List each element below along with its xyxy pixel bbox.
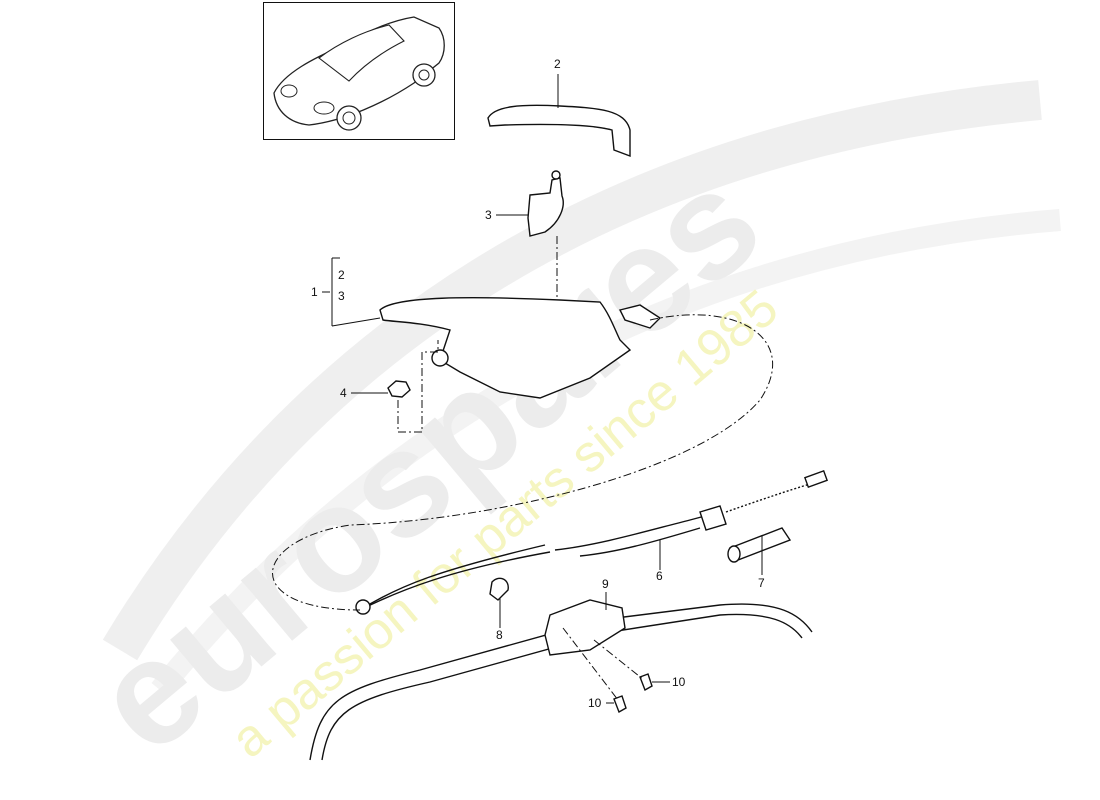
part-1-lever: [379, 297, 632, 399]
car-icon: [273, 16, 445, 131]
callout-9[interactable]: 9: [602, 577, 609, 591]
part-2-grip: [487, 104, 631, 158]
part-10-bolt-b: [613, 695, 627, 714]
part-9-pipe: [309, 603, 813, 761]
part-10-bolt-a: [639, 673, 653, 692]
callout-1-group-2: 2: [338, 268, 345, 282]
callout-4[interactable]: 4: [340, 386, 347, 400]
part-6-cable: [554, 511, 721, 557]
part-4-nut: [387, 380, 411, 398]
part-9-grommet: [544, 599, 626, 656]
callout-8[interactable]: 8: [496, 628, 503, 642]
callout-7[interactable]: 7: [758, 576, 765, 590]
callout-3[interactable]: 3: [485, 208, 492, 222]
callout-1[interactable]: 1: [311, 285, 318, 299]
callout-10a[interactable]: 10: [672, 675, 686, 689]
callout-1-group-3: 3: [338, 289, 345, 303]
vehicle-thumbnail[interactable]: [263, 2, 455, 140]
callout-10b[interactable]: 10: [588, 696, 602, 710]
callout-2[interactable]: 2: [554, 57, 561, 71]
part-3-bracket: [527, 177, 564, 237]
callout-6[interactable]: 6: [656, 569, 663, 583]
part-8-clip: [489, 577, 509, 601]
